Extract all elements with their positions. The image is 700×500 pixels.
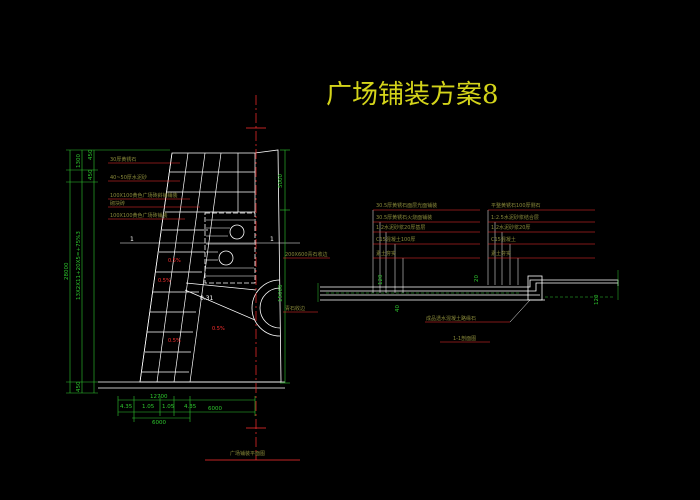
section-leader-note: 成品透水混凝土路缘石	[426, 315, 476, 322]
plan-leader-2: 青石收边	[285, 305, 305, 312]
brick-marks	[206, 219, 254, 277]
dim-right-top: 5000	[278, 174, 284, 188]
brick-pattern-area	[204, 212, 256, 284]
section-note-left-2: 30.5厚黄锈石火烧面铺装	[376, 214, 432, 221]
tree-pit-1	[229, 224, 245, 240]
slope-2: 0.5%	[158, 278, 171, 284]
plan-note-5: 100X100黄色广场砖铺装	[110, 212, 168, 219]
slope-3: 0.5%	[212, 326, 225, 332]
section-dim-4: 120	[594, 294, 600, 305]
plan-note-leaders	[108, 162, 330, 313]
section-marker-right: 1	[270, 236, 274, 243]
slope-4: 0.5%	[168, 338, 181, 344]
tree-pit-2	[218, 250, 234, 266]
dim-bottom-mid: 12700	[150, 394, 168, 400]
dim-left-seg-1: 1300	[76, 154, 82, 168]
section-note-right-4: C15混凝土	[491, 236, 516, 243]
dim-bottom-4: 4.35	[184, 404, 197, 410]
dim-bottom-3: 1.05	[162, 404, 175, 410]
section-marker-left: 1	[130, 236, 134, 243]
section-note-left-1: 30.5厚黄锈石面层光面铺装	[376, 202, 437, 209]
drawing-title: 广场铺装方案8	[326, 80, 499, 110]
section-note-left-5: 素土夯实	[376, 250, 396, 257]
paver-grid	[139, 152, 257, 383]
section-dim-2: 40	[395, 305, 401, 312]
section-note-left-4: C15混凝土100厚	[376, 236, 415, 243]
section-note-right-1: 平整黄锈石100厚侧石	[491, 202, 541, 209]
section-note-right-5: 素土夯实	[491, 250, 511, 257]
section-view	[317, 209, 619, 343]
dim-left-seg-4: 450	[76, 381, 82, 392]
dim-left-total: 28000	[64, 262, 70, 280]
slope-1: 0.5%	[168, 258, 181, 264]
section-note-left-3: 1:2水泥砂浆20厚基层	[376, 224, 425, 231]
plan-note-4: 砌块砖	[110, 200, 125, 207]
section-note-right-2: 1:2.5水泥砂浆结合层	[491, 214, 539, 221]
plan-leader-1: 200X600青石收边	[285, 251, 328, 258]
dim-bottom-total: 6000	[208, 406, 222, 412]
dim-left-seg-2: 450	[88, 149, 94, 160]
slope-5: 0.31	[200, 295, 214, 302]
plan-dimension-lines	[66, 149, 290, 422]
dim-left-seg-3: 450	[88, 169, 94, 180]
plan-view	[98, 149, 285, 389]
section-layer-1	[320, 282, 618, 292]
dim-right-mid: 15000	[278, 284, 284, 302]
section-dim-3: 20	[474, 275, 480, 282]
plan-note-3: 100X100黄色广场砖斜铺铺装	[110, 192, 178, 199]
plan-outline	[139, 149, 282, 383]
dim-bottom-left: 6000	[152, 420, 166, 426]
dim-bottom-2: 1.05	[142, 404, 155, 410]
section-note-right-3: 1:2水泥砂浆20厚	[491, 224, 530, 231]
section-dim-1: 120	[378, 274, 384, 285]
plan-note-1: 30厚黄锈石	[110, 156, 136, 163]
plan-caption: 广场铺装平面图	[230, 450, 265, 457]
dim-bottom-1: 4.35	[120, 404, 133, 410]
semicircle-feature	[251, 279, 281, 337]
section-caption: 1-1剖面图	[453, 335, 476, 342]
semicircle-inner	[259, 287, 281, 329]
axis-lines	[120, 95, 300, 461]
plan-note-2: 40~50厚水泥砂	[110, 174, 147, 181]
dim-left-sub: 13X2X11+20X5=+75%3	[76, 231, 82, 300]
section-surface	[320, 279, 619, 288]
